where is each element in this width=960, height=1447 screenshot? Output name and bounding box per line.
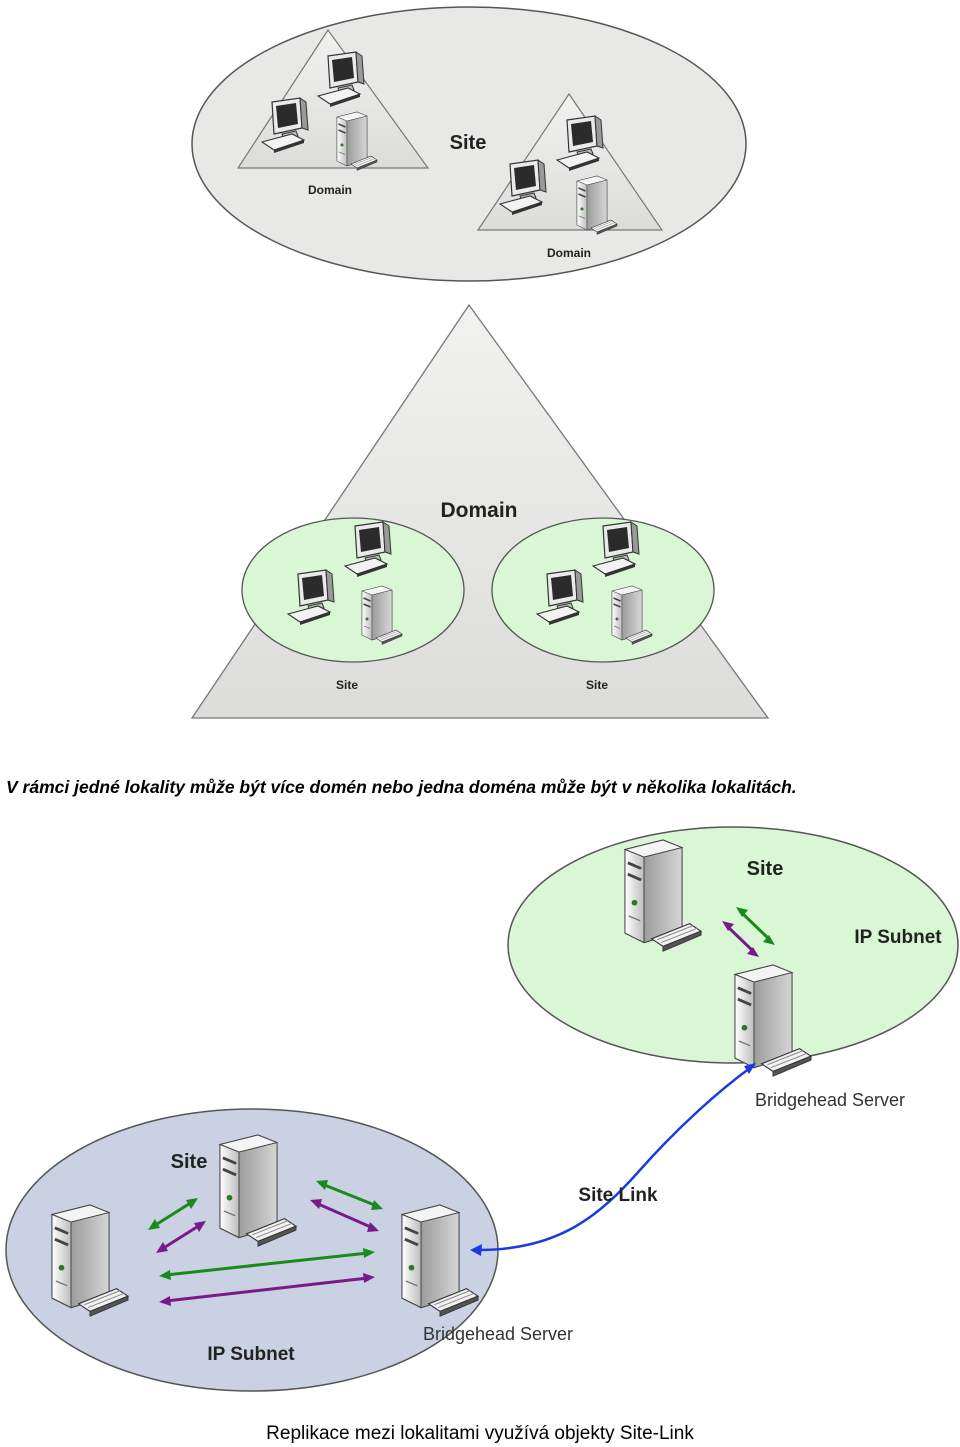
diagram-site-link-replication: Site IP Subnet Bridgehead Server Site IP… bbox=[5, 826, 959, 1392]
site-label: Site bbox=[450, 132, 487, 154]
domain-label: Domain bbox=[440, 499, 517, 522]
site-link-label: Site Link bbox=[578, 1185, 658, 1206]
bottom-bridgehead-label: Bridgehead Server bbox=[423, 1324, 573, 1344]
diagram-site-with-domains: Site Domain Domain bbox=[191, 6, 747, 282]
bottom-subnet-label: IP Subnet bbox=[207, 1344, 295, 1365]
site-link-arrow bbox=[470, 1063, 756, 1256]
site-label-left: Site bbox=[336, 678, 358, 692]
domain-label-right: Domain bbox=[547, 246, 591, 260]
caption-sites-and-domains: V rámci jedné lokality může být více dom… bbox=[6, 777, 797, 797]
top-site-ellipse bbox=[507, 826, 959, 1064]
domain-label-left: Domain bbox=[308, 183, 352, 197]
top-bridgehead-label: Bridgehead Server bbox=[755, 1090, 905, 1110]
bottom-site-label: Site bbox=[171, 1151, 208, 1173]
top-site-label: Site bbox=[747, 858, 784, 880]
diagram-domain-with-sites: Domain Site Site bbox=[190, 303, 770, 719]
top-replication-arrows bbox=[722, 907, 775, 957]
top-subnet-label: IP Subnet bbox=[854, 927, 942, 948]
caption-site-link-replication: Replikace mezi lokalitami využívá objekt… bbox=[266, 1423, 694, 1444]
site-label-right: Site bbox=[586, 678, 608, 692]
domain-triangle-right bbox=[476, 92, 664, 236]
site-ellipse-right: Site bbox=[491, 517, 715, 692]
site-ellipse-left: Site bbox=[241, 517, 465, 692]
bottom-replication-arrows bbox=[148, 1180, 383, 1306]
domain-triangle-left bbox=[236, 28, 430, 172]
